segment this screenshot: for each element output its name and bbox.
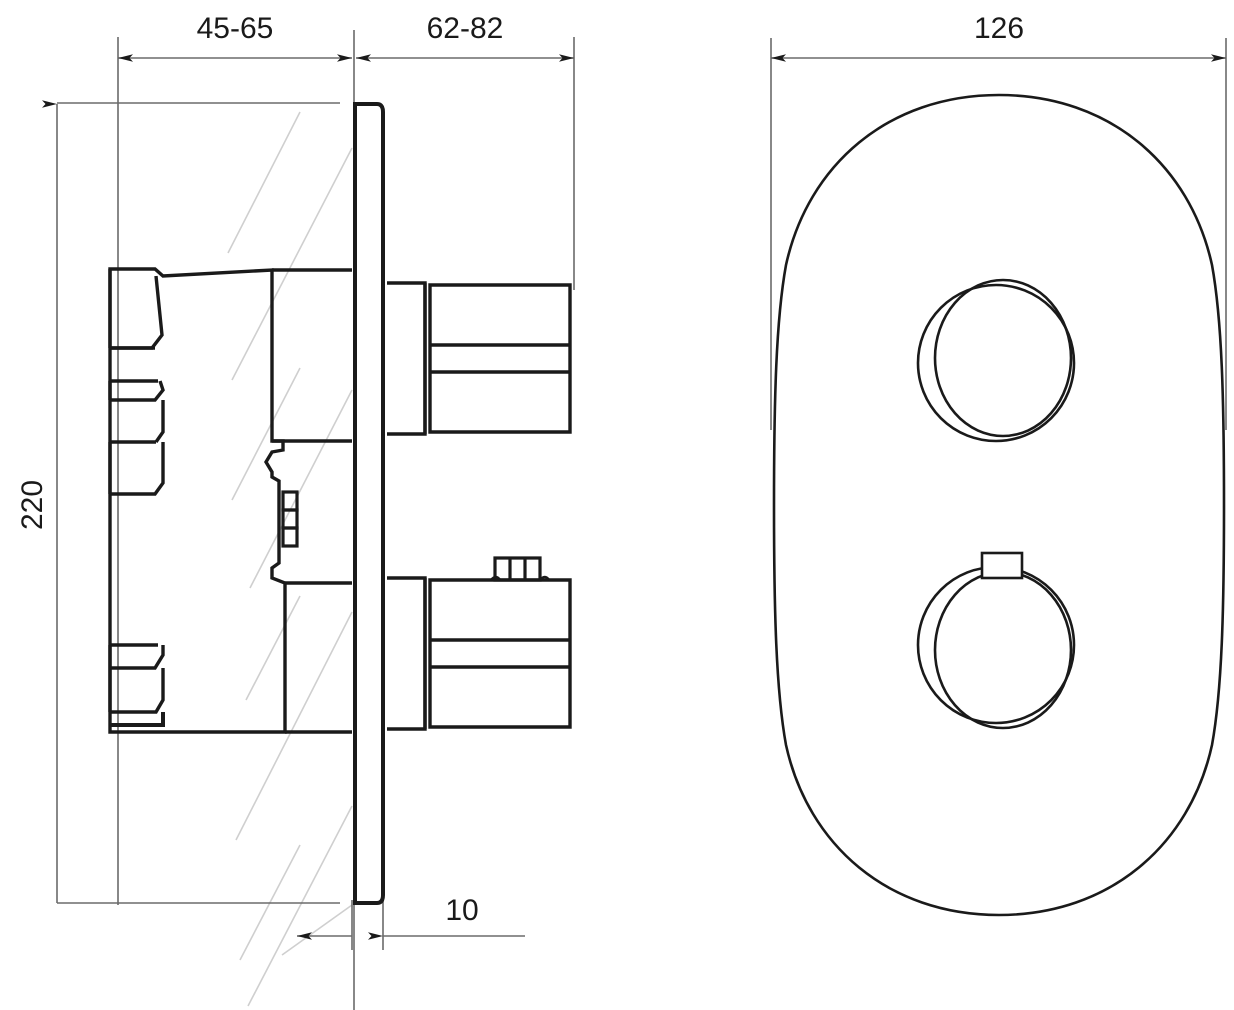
valve-retaining-clip-detail [281, 490, 299, 548]
upper-knob-section [387, 281, 572, 436]
wall-section-hatching [227, 111, 353, 1007]
dimension-overall-height: 220 [16, 100, 340, 904]
dimension-overall-width: 126 [770, 12, 1227, 430]
dimension-depth-behind-wall: 45-65 [117, 12, 352, 905]
valve-body-section [108, 267, 287, 734]
front-safety-stop-button [980, 551, 1024, 580]
dimension-plate-thickness: 10 [297, 894, 525, 950]
dimension-label-220: 220 [16, 480, 49, 530]
trim-plate-section [353, 102, 385, 905]
lower-knob-section [387, 576, 572, 731]
dimension-label-62-82: 62-82 [427, 12, 504, 45]
dimension-label-10: 10 [445, 894, 478, 927]
front-trim-plate [772, 93, 1226, 917]
dimension-label-45-65: 45-65 [197, 12, 274, 45]
safety-stop-button-section [490, 556, 551, 582]
dimension-projection-from-wall: 62-82 [356, 12, 575, 290]
valve-spigot [272, 268, 352, 734]
dimension-label-126: 126 [974, 12, 1024, 45]
front-lower-handle [916, 565, 1076, 730]
front-upper-handle [916, 278, 1076, 443]
